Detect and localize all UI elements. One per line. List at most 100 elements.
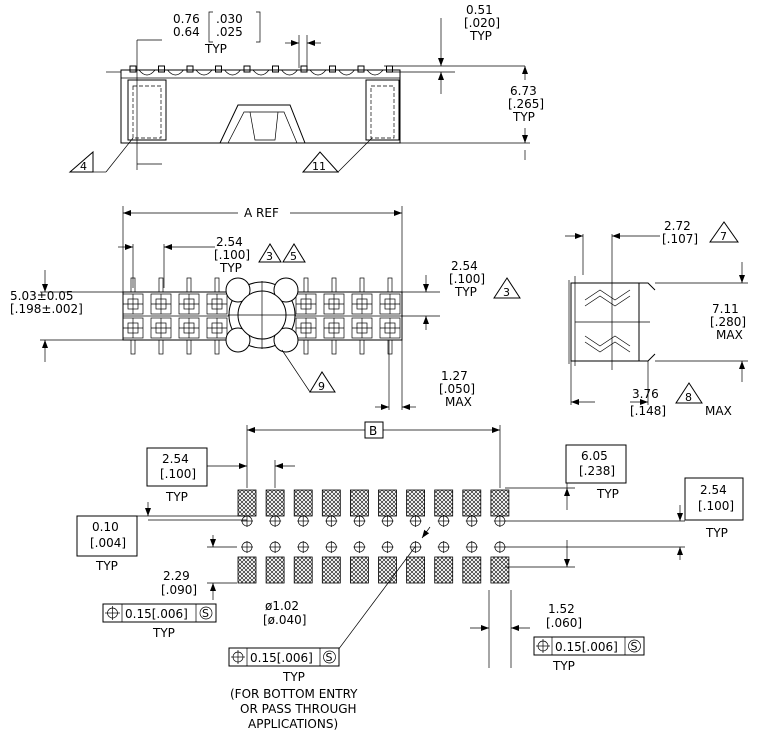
footprint-pad: [378, 556, 397, 584]
fp-span-typ: TYP: [596, 487, 619, 501]
fp-span-in: [.238]: [579, 464, 615, 478]
fp-offset-dimension: 0.10 [.004] TYP: [76, 502, 247, 573]
side-pitch-dimension: 0.76 0.64 .030 .025 TYP: [173, 11, 321, 68]
note-11-callout: 11: [301, 137, 373, 173]
body-scallop: [281, 69, 298, 76]
top-lead: [331, 339, 337, 355]
side-view: 0.76 0.64 .030 .025 TYP 0.51 [.020] TYP: [68, 3, 544, 173]
fp-right-pitch-dimension: 2.54 [.100] TYP: [505, 477, 744, 560]
side-view-contact-bumps: [129, 65, 393, 76]
top-lead: [186, 339, 192, 355]
fp-pitch-dimension: 2.54 [.100] TYP: [146, 447, 295, 504]
footprint-pad: [349, 556, 369, 584]
footprint-pad: [490, 556, 510, 584]
fp-row-in: [.090]: [161, 583, 197, 597]
fp-tol2-s-modifier: S: [326, 651, 333, 664]
top-lead: [303, 339, 309, 355]
side-height-typ: TYP: [512, 110, 535, 124]
fp-row-dimension: 2.29 [.090]: [161, 535, 237, 600]
footprint-pad: [378, 489, 397, 517]
end-d-max: MAX: [705, 404, 732, 418]
body-scallop: [195, 69, 213, 76]
top-lead: [158, 277, 164, 293]
top-view-body: [122, 277, 403, 355]
note-9-number: 9: [318, 380, 325, 393]
footprint-pad: [265, 489, 285, 517]
fp-pad-mm: 1.52: [548, 602, 575, 616]
end-depth-dimension: 3.76 [.148] 8 MAX: [570, 361, 732, 418]
fp-tol1-typ: TYP: [152, 626, 175, 640]
top-lead: [387, 277, 393, 293]
side-height-dimension: 6.73 [.265] TYP: [400, 66, 544, 160]
fp-off-in: [.004]: [90, 536, 126, 550]
fp-span-dimension: 6.05 [.238] TYP: [505, 444, 627, 568]
top-lead: [359, 339, 365, 355]
fp-rp-mm: 2.54: [700, 483, 727, 497]
side-pitch-in-top: .030: [216, 12, 243, 26]
fp-hole-typ: TYP: [282, 670, 305, 684]
fp-pad-in: [.060]: [546, 616, 582, 630]
footprint-pad: [462, 489, 482, 517]
footprint-pad: [321, 556, 341, 584]
fp-row-mm: 2.29: [163, 569, 190, 583]
body-scallop: [252, 69, 270, 76]
top-lead: [387, 339, 393, 355]
end-pitch-dimension: 2.72 [.107] 7: [565, 219, 739, 275]
contact-tip: [243, 65, 251, 73]
footprint-pad-array: [237, 489, 510, 584]
top-lead: [130, 339, 136, 355]
top-pitch-dimension: 2.54 [.100] TYP 3 5: [118, 235, 306, 288]
side-height-mm: 6.73: [510, 84, 537, 98]
fp-off-mm: 0.10: [92, 520, 119, 534]
footprint-pad: [293, 556, 313, 584]
fp-pad-width-dimension: 1.52 [.060] 0.15[.006] S TYP: [470, 590, 645, 673]
side-view-body: [106, 65, 401, 144]
top-pitch-in: [.100]: [214, 248, 250, 262]
top-lead: [303, 277, 309, 293]
fp-pitch-in: [.100]: [160, 467, 196, 481]
contact-tip: [215, 65, 222, 73]
top-lead-dimension: 1.27 [.050] MAX: [375, 340, 475, 410]
top-lead: [186, 277, 192, 293]
side-pitch-mm-top: 0.76: [173, 12, 200, 26]
end-view-body: [568, 275, 656, 370]
body-scallop: [338, 69, 355, 76]
end-a-in: [.107]: [662, 232, 698, 246]
top-width-mm: 5.03±0.05: [10, 289, 74, 303]
fp-tol3-s-modifier: S: [631, 640, 638, 653]
end-view: 2.72 [.107] 7 7.11 [.280] MAX 3.76 [.148…: [565, 219, 748, 418]
side-lead-in: [.020]: [464, 16, 500, 30]
note-4-number: 4: [80, 160, 87, 173]
side-pitch-mm-bottom: 0.64: [173, 25, 200, 39]
note-4-callout: 4: [68, 137, 134, 173]
footprint-pad: [293, 489, 313, 517]
end-a-mm: 2.72: [664, 219, 691, 233]
footprint-pad: [434, 489, 454, 517]
body-scallop: [366, 69, 384, 76]
fp-span-mm: 6.05: [581, 449, 608, 463]
top-row-mm: 2.54: [451, 259, 478, 273]
side-lead-dimension: 0.51 [.020] TYP: [384, 3, 525, 94]
end-h-in: [.280]: [710, 315, 746, 329]
top-width-in: [.198±.002]: [10, 302, 83, 316]
note-9-callout: 9: [281, 349, 336, 393]
body-scallop: [224, 69, 241, 76]
pcb-footprint: B 2.54 [.100] TYP 0.10 [.004] TYP: [76, 421, 744, 731]
fp-rp-typ: TYP: [705, 526, 728, 540]
contact-tip: [329, 65, 336, 73]
footprint-pad: [406, 489, 426, 517]
fp-pitch-mm: 2.54: [162, 452, 189, 466]
contact-tip: [300, 65, 308, 73]
top-row-note: 3: [503, 286, 510, 299]
footprint-pad: [237, 489, 257, 517]
end-height-dimension: 7.11 [.280] MAX: [655, 262, 748, 382]
note-5-number: 5: [290, 250, 297, 263]
fp-pitch-typ: TYP: [165, 490, 188, 504]
fp-tol1-value: 0.15[.006]: [125, 607, 188, 621]
body-scallop: [309, 69, 327, 76]
note-3-number: 3: [266, 250, 273, 263]
side-height-in: [.265]: [508, 97, 544, 111]
b-dimension: B: [246, 421, 501, 488]
a-ref-dimension: A REF: [122, 206, 403, 292]
